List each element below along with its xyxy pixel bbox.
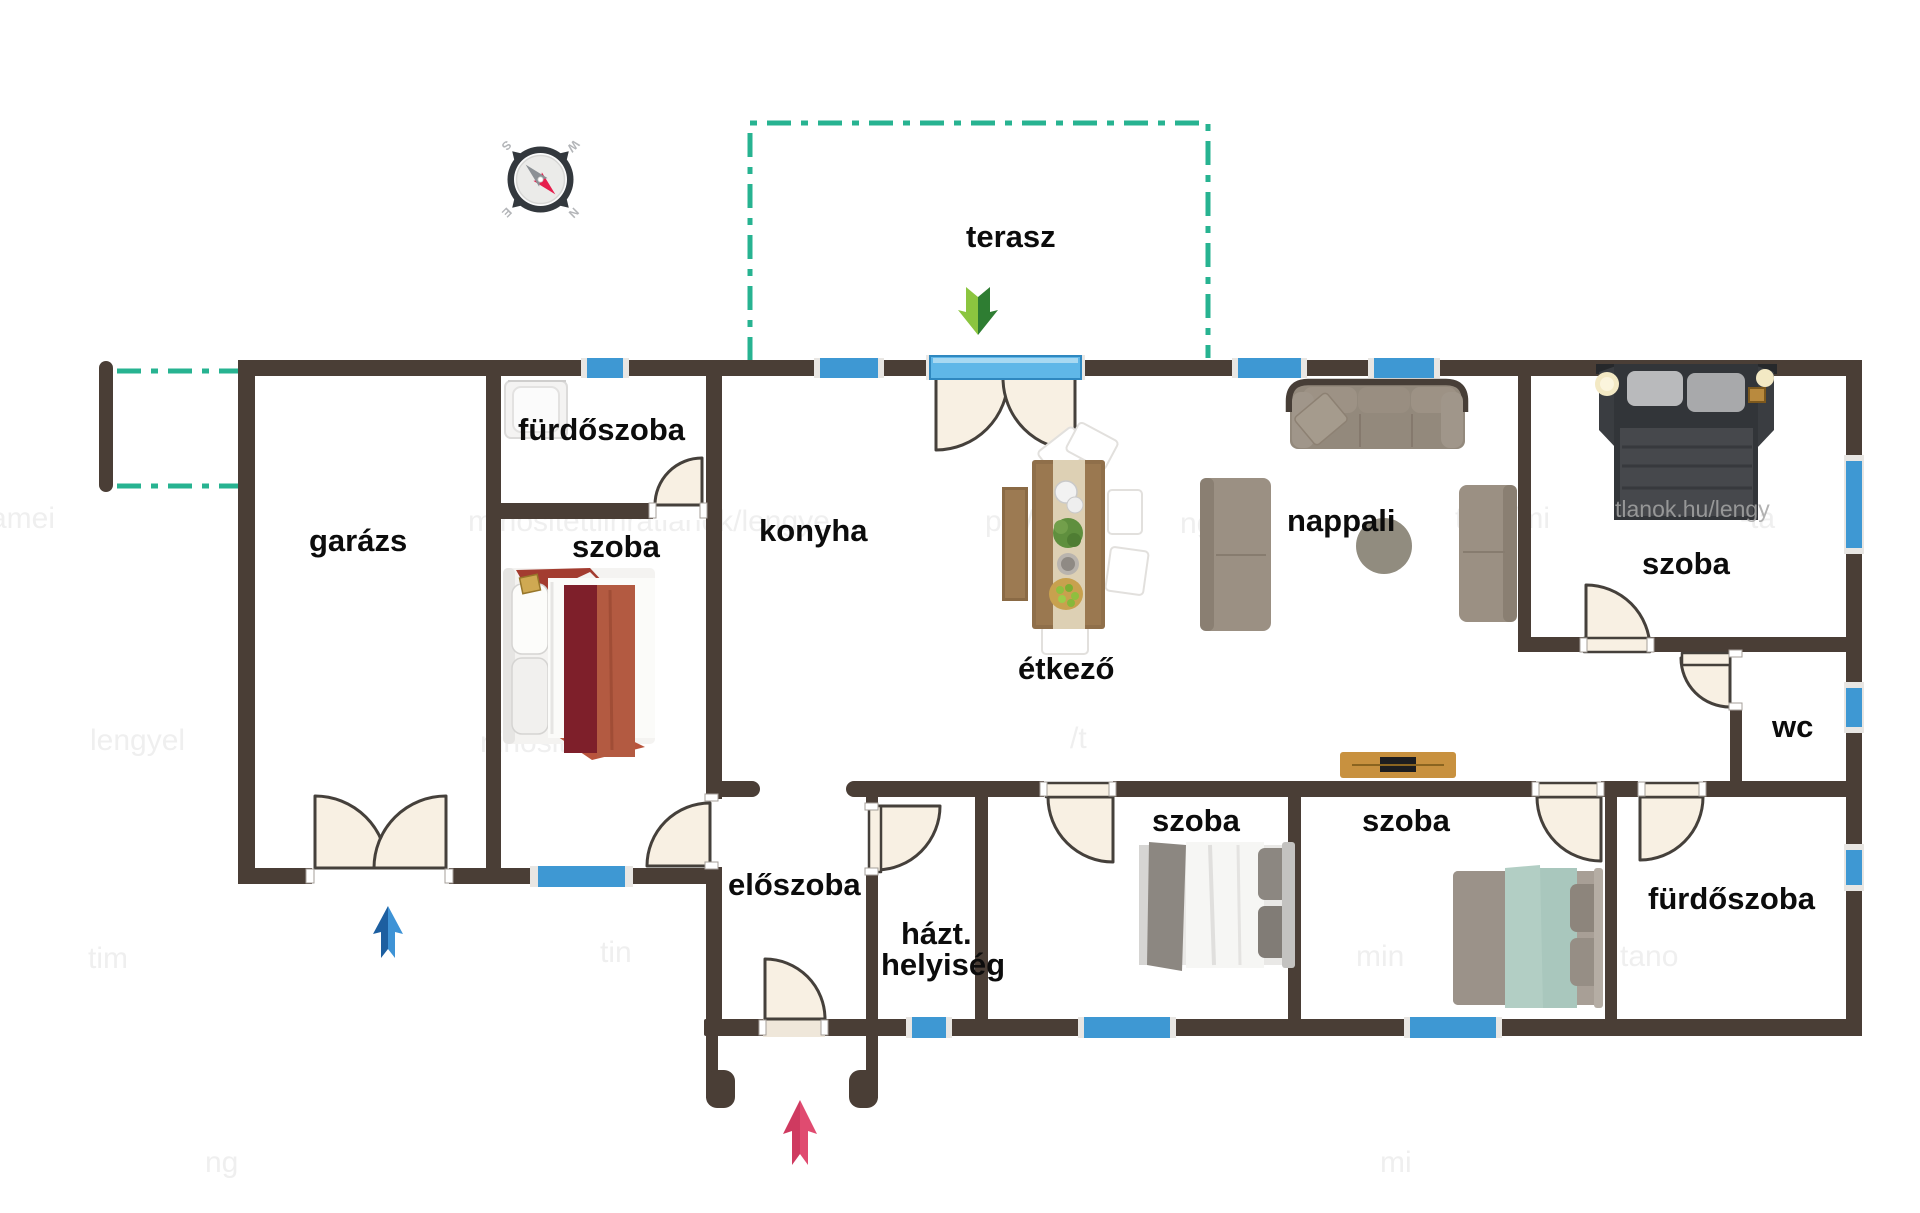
svg-text:wc: wc — [1771, 709, 1813, 744]
svg-text:mi: mi — [1380, 1146, 1412, 1179]
svg-text:szoba: szoba — [1152, 803, 1241, 838]
svg-text:tano: tano — [1620, 940, 1678, 973]
svg-text:E: E — [499, 205, 515, 221]
svg-text:/t: /t — [1070, 722, 1087, 755]
svg-text:tim: tim — [88, 942, 128, 975]
svg-text:S: S — [499, 138, 515, 154]
svg-text:tin: tin — [600, 936, 632, 969]
svg-text:tlanok.hu/lengy: tlanok.hu/lengy — [1615, 496, 1770, 522]
svg-text:előszoba: előszoba — [728, 867, 861, 902]
svg-text:min: min — [1356, 940, 1404, 973]
svg-text:szoba: szoba — [1642, 546, 1731, 581]
svg-text:konyha: konyha — [759, 513, 868, 548]
svg-text:helyiség: helyiség — [881, 947, 1005, 982]
svg-text:szoba: szoba — [572, 529, 661, 564]
svg-text:nappali: nappali — [1287, 503, 1396, 538]
svg-text:garázs: garázs — [309, 523, 407, 558]
svg-text:fürdőszoba: fürdőszoba — [1648, 881, 1816, 916]
svg-text:házt.: házt. — [901, 916, 972, 951]
svg-text:szoba: szoba — [1362, 803, 1451, 838]
svg-text:terasz: terasz — [966, 219, 1056, 254]
svg-text:fürdőszoba: fürdőszoba — [518, 412, 686, 447]
svg-text:ng: ng — [205, 1146, 238, 1179]
svg-text:amei: amei — [0, 502, 55, 535]
svg-text:lengyel: lengyel — [90, 724, 185, 757]
svg-text:étkező: étkező — [1018, 651, 1114, 686]
